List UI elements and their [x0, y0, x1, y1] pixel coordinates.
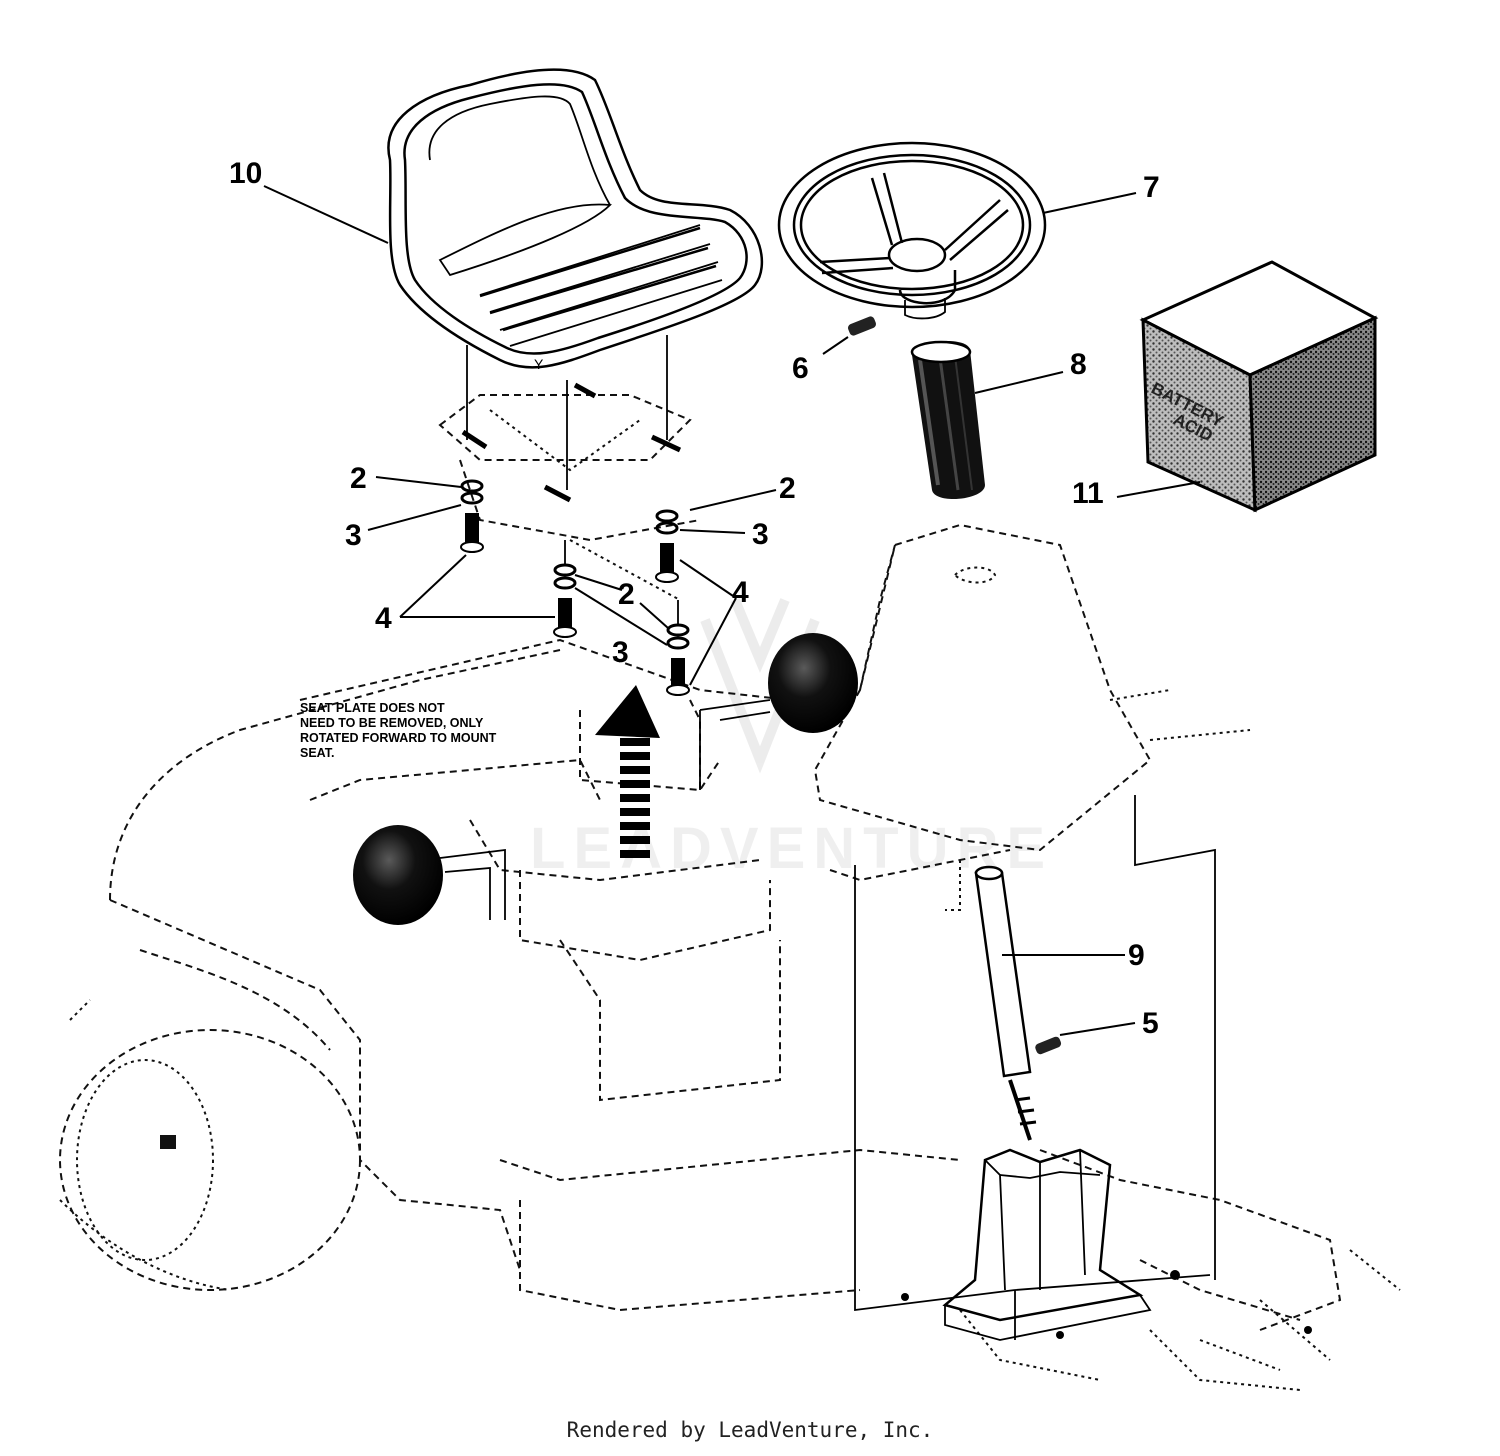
note-line-3: ROTATED FORWARD TO MOUNT [300, 731, 497, 745]
steering-sleeve-8 [910, 340, 985, 500]
callout-3-left: 3 [345, 519, 362, 552]
steering-wheel [777, 141, 1047, 320]
callout-4-right: 4 [732, 576, 749, 609]
callout-11: 11 [1072, 477, 1104, 510]
steering-gear-housing [901, 1148, 1312, 1341]
callout-3-right: 3 [752, 518, 769, 551]
lift-knob-upper [699, 633, 858, 790]
watermark-text: LEADVENTURE [530, 816, 1053, 881]
dash-panel [854, 795, 1216, 1340]
leader-lines [263, 185, 1201, 1036]
seat-mount-lines [461, 335, 682, 503]
callout-2-left: 2 [350, 462, 367, 495]
note-line-1: SEAT PLATE DOES NOT [300, 701, 445, 715]
callout-5: 5 [1142, 1007, 1159, 1040]
callout-2-center: 2 [618, 578, 635, 611]
instruction-note: SEAT PLATE DOES NOT NEED TO BE REMOVED, … [300, 701, 497, 760]
note-line-4: SEAT. [300, 746, 335, 760]
steering-shaft-9 [974, 865, 1037, 1141]
callout-6: 6 [792, 352, 809, 385]
callout-labels: 10 7 6 8 11 2 3 2 3 4 2 4 3 9 5 [229, 157, 1160, 1040]
wheel-hub [160, 1135, 176, 1149]
callout-2-right: 2 [779, 472, 796, 505]
battery-acid-box: BATTERY ACID [1139, 260, 1379, 513]
seat-mark: Y [534, 356, 544, 372]
footer-credit: Rendered by LeadVenture, Inc. [566, 1418, 934, 1442]
callout-7: 7 [1143, 171, 1160, 204]
spring-5 [1035, 1036, 1062, 1055]
callout-4-left: 4 [375, 602, 392, 635]
callout-10: 10 [229, 157, 262, 190]
callout-3-center: 3 [612, 636, 629, 669]
tractor-body [59, 394, 1401, 1391]
hardware [460, 479, 690, 696]
lift-knob-lower [353, 825, 506, 925]
seat: Y [387, 68, 764, 372]
callout-9: 9 [1128, 939, 1145, 972]
roll-pin-6 [847, 316, 877, 336]
callout-8: 8 [1070, 348, 1087, 381]
note-line-2: NEED TO BE REMOVED, ONLY [300, 716, 484, 730]
mount-direction-arrow [595, 685, 660, 858]
